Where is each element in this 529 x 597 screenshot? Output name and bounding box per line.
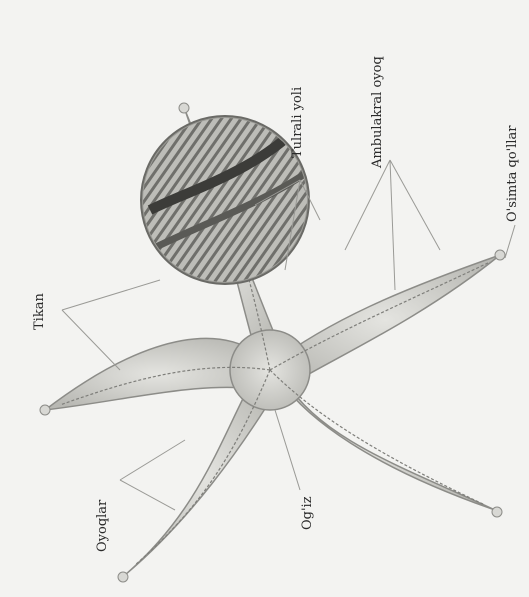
label-osimta-qollar: O'simta qo'llar [505,126,520,223]
label-ogiz: Og'iz [300,496,315,530]
label-oyoqlar: Oyoqlar [95,500,110,552]
label-tulrali-yoli: Tulrali yoli [290,87,305,158]
label-tikan: Tikan [32,293,47,330]
magnified-detail [140,115,310,285]
label-ambulakral-oyoq: Ambulakral oyoq [370,56,385,168]
